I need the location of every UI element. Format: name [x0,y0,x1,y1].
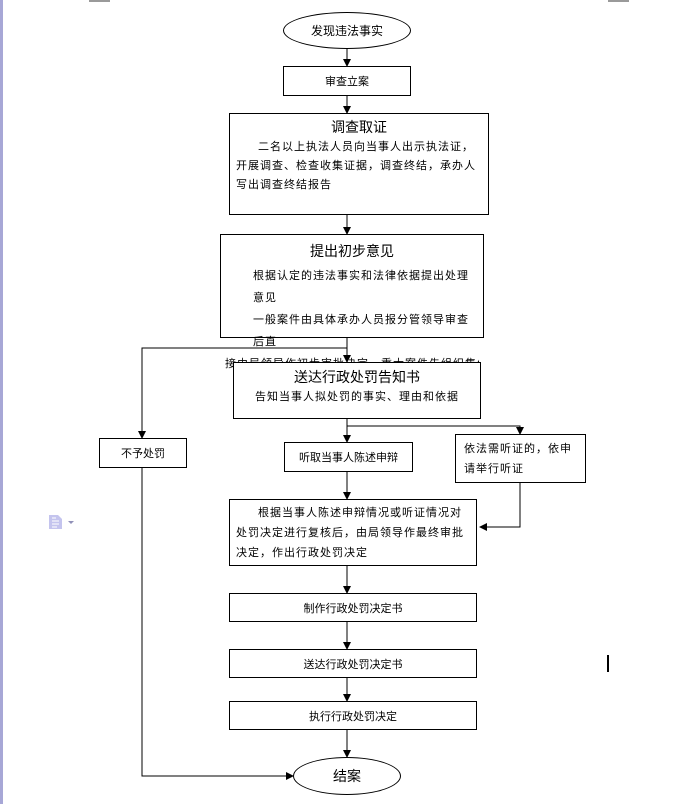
deliver-decision-label: 送达行政处罚决定书 [303,657,403,671]
caret-down-icon[interactable] [68,521,74,524]
page-left-border [0,0,3,804]
register-node: 审查立案 [283,66,411,96]
investigate-title: 调查取证 [331,120,387,136]
deliver-decision-node: 送达行政处罚决定书 [229,649,477,678]
text-cursor [607,655,609,672]
page-corner-mark-right [608,0,629,2]
arrow-to-no-penalty [138,347,347,439]
start-label: 发现违法事实 [310,24,383,38]
end-label: 结案 [333,769,361,785]
notice-body: 告知当事人拟处罚的事实、理由和依据 [255,390,459,403]
arrow-hearing-to-review [479,483,521,531]
preliminary-line-1: 根据认定的违法事实和法律依据提出处理意见 [253,269,469,304]
hearing-node: 依法需听证的，依申请举行听证 [455,434,586,483]
execute-node: 执行行政处罚决定 [229,701,477,730]
start-node: 发现违法事实 [283,12,411,49]
hear-defense-node: 听取当事人陈述申辩 [284,442,413,472]
arrow-no-penalty-to-end [141,468,294,780]
arrow-to-hearing [347,425,524,435]
no-penalty-label: 不予处罚 [121,447,165,460]
preliminary-line-2: 一般案件由具体承办人员报分管领导审查后直 [253,313,469,348]
notice-node: 送达行政处罚告知书 告知当事人拟处罚的事实、理由和依据 [233,362,481,419]
make-decision-node: 制作行政处罚决定书 [229,593,477,622]
page-corner-mark-left [89,0,110,2]
preliminary-title: 提出初步意见 [310,244,394,260]
investigate-body: 二名以上执法人员向当事人出示执法证，开展调查、检查收集证据，调查终结，承办人写出… [236,140,476,191]
no-penalty-node: 不予处罚 [99,438,187,468]
end-node: 结案 [293,757,401,795]
hear-defense-label: 听取当事人陈述申辩 [299,451,398,464]
hearing-label: 依法需听证的，依申请举行听证 [464,442,572,475]
review-label: 根据当事人陈述申辩情况或听证情况对处罚决定进行复核后，由局领导作最终审批决定，作… [236,506,464,559]
make-decision-label: 制作行政处罚决定书 [303,601,403,615]
review-node: 根据当事人陈述申辩情况或听证情况对处罚决定进行复核后，由局领导作最终审批决定，作… [229,499,477,566]
document-icon[interactable] [49,515,62,529]
preliminary-node: 提出初步意见 根据认定的违法事实和法律依据提出处理意见 一般案件由具体承办人员报… [220,234,484,370]
execute-label: 执行行政处罚决定 [309,709,397,723]
notice-title: 送达行政处罚告知书 [294,370,420,386]
investigate-node: 调查取证 二名以上执法人员向当事人出示执法证，开展调查、检查收集证据，调查终结，… [229,113,489,215]
register-label: 审查立案 [325,75,369,88]
